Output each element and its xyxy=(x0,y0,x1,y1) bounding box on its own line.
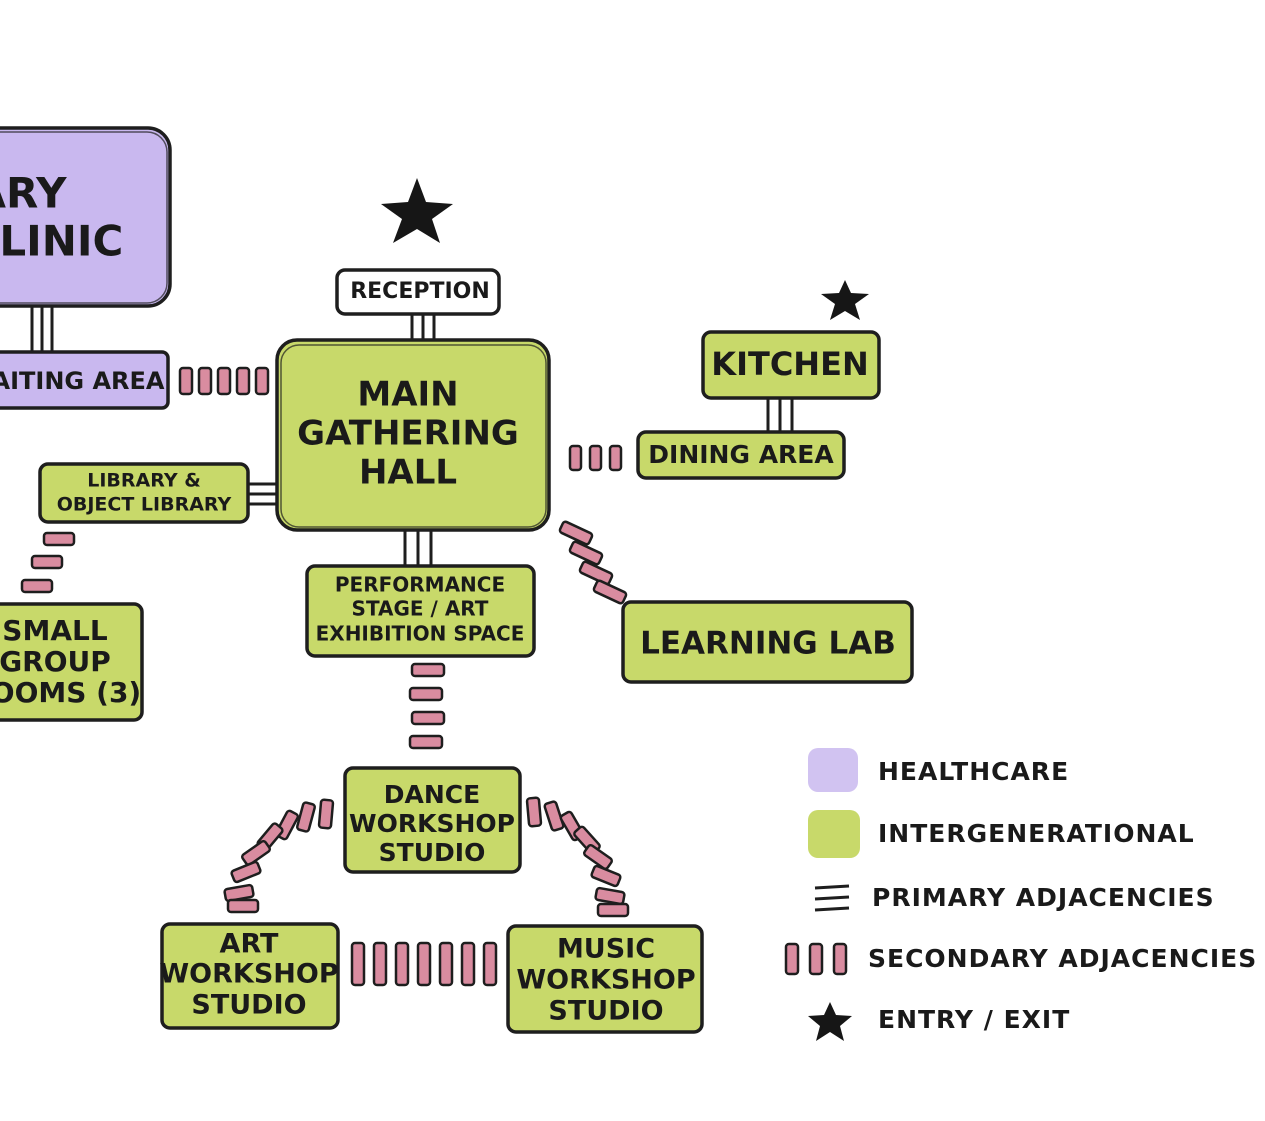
clinic-fill xyxy=(0,126,172,308)
node-learning-lab: LEARNING LAB xyxy=(621,600,914,684)
legend-label-secondary: SECONDARY ADJACENCIES xyxy=(868,944,1257,973)
legend-entry-star-icon xyxy=(808,1002,852,1041)
secondary-links xyxy=(20,366,630,987)
node-dining-area: DINING AREA xyxy=(636,430,846,480)
entry-star-icon-main xyxy=(381,178,453,243)
art-label-3: STUDIO xyxy=(191,990,306,1021)
waiting-area-fill xyxy=(0,350,170,410)
art-label-1: ART xyxy=(220,929,279,960)
primary-links xyxy=(30,305,794,566)
main-hall-fill xyxy=(275,338,551,532)
small-group-label-1: SMALL xyxy=(2,614,108,647)
dance-fill xyxy=(343,766,522,874)
legend-label-entry: ENTRY / EXIT xyxy=(878,1005,1070,1034)
performance-fill xyxy=(305,564,536,658)
library-label-1: LIBRARY & xyxy=(87,470,201,492)
clinic-label-1: ARY xyxy=(0,169,67,218)
node-performance-stage: PERFORMANCE STAGE / ART EXHIBITION SPACE xyxy=(305,564,536,658)
main-hall-label-2: GATHERING xyxy=(297,414,519,454)
learning-lab-fill xyxy=(621,600,914,684)
legend-swatch-intergenerational xyxy=(808,810,860,858)
art-label-2: WORKSHOP xyxy=(159,959,338,990)
node-waiting-area: AITING AREA xyxy=(0,350,170,410)
reception-fill xyxy=(335,268,501,316)
legend: HEALTHCARE INTERGENERATIONAL PRIMARY ADJ… xyxy=(784,748,1257,1041)
entry-star-icon-kitchen xyxy=(821,280,869,320)
node-library: LIBRARY & OBJECT LIBRARY xyxy=(38,462,250,524)
kitchen-label: KITCHEN xyxy=(711,345,868,383)
reception-label: RECEPTION xyxy=(350,279,490,304)
small-group-fill xyxy=(0,602,144,722)
node-kitchen: KITCHEN xyxy=(701,330,881,400)
performance-label-2: STAGE / ART xyxy=(352,597,489,621)
main-hall-label-3: HALL xyxy=(359,453,457,493)
music-label-2: WORKSHOP xyxy=(516,965,695,996)
performance-label-3: EXHIBITION SPACE xyxy=(316,622,525,646)
node-main-gathering-hall: MAIN GATHERING HALL xyxy=(275,338,551,532)
node-small-group-rooms: SMALL GROUP OOMS (3) xyxy=(0,602,144,722)
clinic-label-2: LLINIC xyxy=(0,217,123,266)
kitchen-fill xyxy=(701,330,881,400)
waiting-area-label: AITING AREA xyxy=(0,367,165,395)
small-group-label-3: OOMS (3) xyxy=(0,676,141,709)
node-reception: RECEPTION xyxy=(335,268,501,316)
node-clinic: ARY LLINIC xyxy=(0,126,172,308)
learning-lab-label: LEARNING LAB xyxy=(640,626,896,662)
main-hall-label-1: MAIN xyxy=(357,375,458,415)
legend-swatch-healthcare xyxy=(808,748,858,792)
node-dance-studio: DANCE WORKSHOP STUDIO xyxy=(343,766,522,874)
node-art-studio: ART WORKSHOP STUDIO xyxy=(159,922,340,1030)
art-fill xyxy=(160,922,340,1030)
music-label-3: STUDIO xyxy=(548,996,663,1027)
legend-label-primary: PRIMARY ADJACENCIES xyxy=(872,883,1215,912)
music-fill xyxy=(506,924,704,1034)
small-group-label-2: GROUP xyxy=(0,645,111,678)
dance-label-1: DANCE xyxy=(384,780,480,809)
legend-label-intergenerational: INTERGENERATIONAL xyxy=(878,819,1195,848)
dance-label-2: WORKSHOP xyxy=(349,809,515,838)
node-music-studio: MUSIC WORKSHOP STUDIO xyxy=(506,924,704,1034)
legend-primary-icon xyxy=(814,884,850,912)
dining-area-fill xyxy=(636,430,846,480)
legend-label-healthcare: HEALTHCARE xyxy=(878,757,1069,786)
library-label-2: OBJECT LIBRARY xyxy=(57,494,232,516)
library-fill xyxy=(38,462,250,524)
legend-secondary-icon xyxy=(784,942,848,976)
dining-area-label: DINING AREA xyxy=(648,440,834,469)
music-label-1: MUSIC xyxy=(557,934,655,965)
performance-label-1: PERFORMANCE xyxy=(335,573,505,597)
dance-label-3: STUDIO xyxy=(379,838,486,867)
